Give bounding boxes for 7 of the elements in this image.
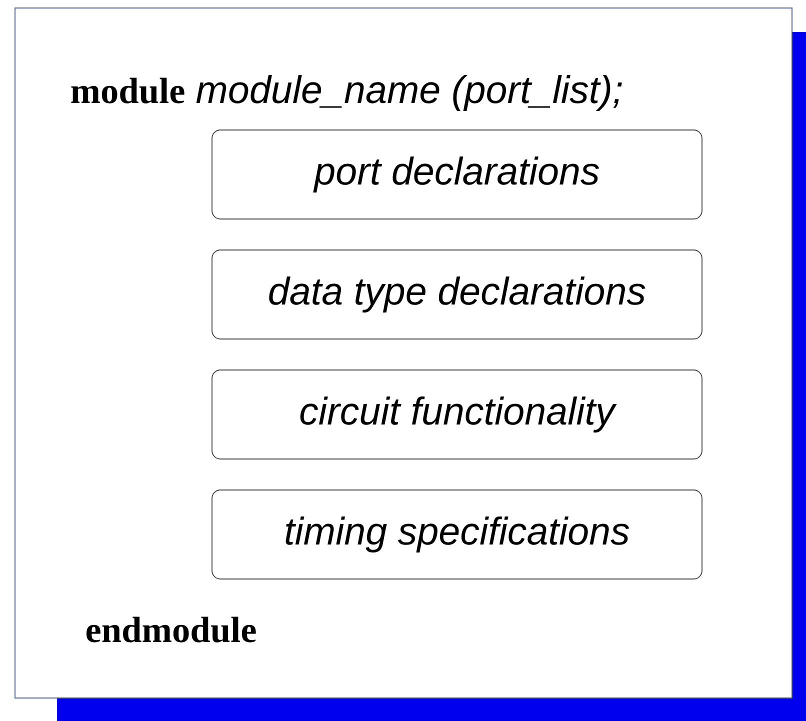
section-box: data type declarations xyxy=(212,250,702,340)
keyword: endmodule xyxy=(86,616,256,642)
section-box: port declarations xyxy=(212,130,702,220)
section-box: timing specifications xyxy=(212,490,702,580)
section-box: circuit functionality xyxy=(212,370,702,460)
module-header: module_name (port_list); xyxy=(196,74,622,112)
keyword: module xyxy=(71,78,184,104)
